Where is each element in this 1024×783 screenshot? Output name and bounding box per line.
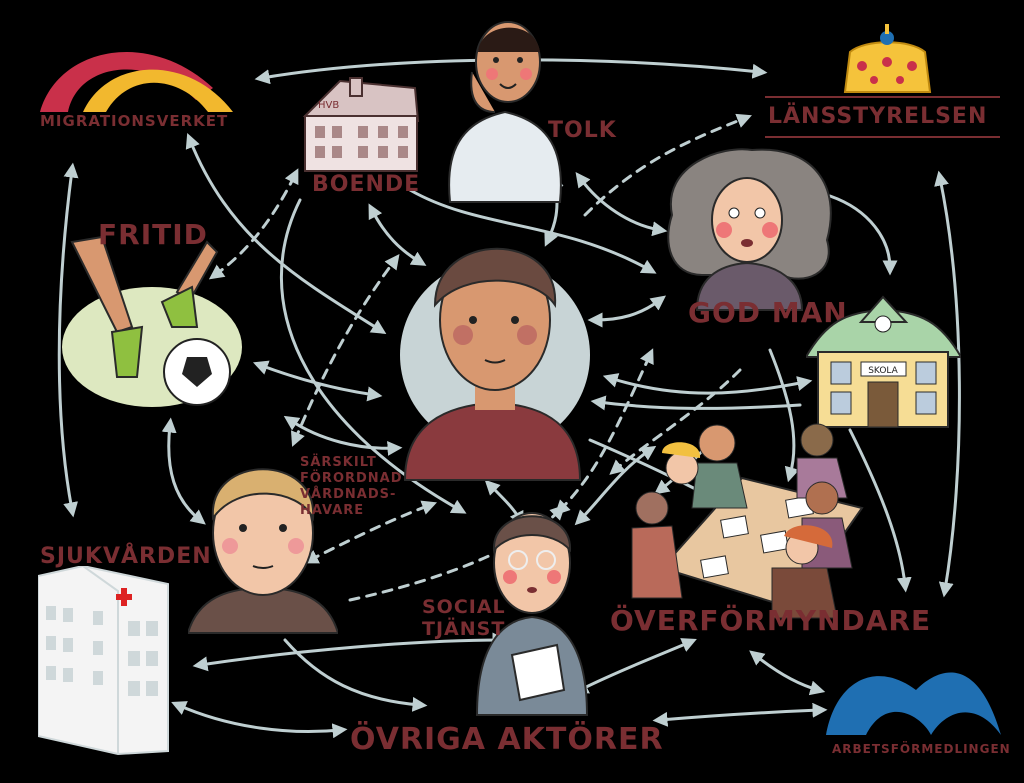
arrow-sjuk-ovriga [171, 701, 348, 739]
crown-icon [843, 24, 932, 93]
arrow-lans-af [934, 170, 961, 598]
fritid-soccer-icon [62, 235, 242, 407]
dashed-over-center [609, 368, 742, 475]
arrow-migr-sjuk [57, 162, 79, 518]
label-sjukvarden: SJUKVÅRDEN [40, 544, 212, 569]
arrow-over-af [749, 650, 826, 696]
arrow-tolk-godman [575, 171, 668, 237]
label-boende: BOENDE [312, 172, 421, 197]
god-man-person-icon [667, 148, 832, 311]
label-tolk: TOLK [548, 118, 617, 143]
arrow-fritid-sarskilt [161, 417, 206, 525]
arrow-boende-center [368, 203, 427, 266]
arrow-ovriga-af [652, 702, 828, 727]
arrow-godman-over [768, 348, 800, 483]
label-fritid: FRITID [98, 218, 208, 251]
label-social-tjanst: SOCIAL TJÄNST [422, 596, 506, 640]
tolk-person-icon [448, 21, 562, 203]
lansstyrelsen-rule-bottom [765, 136, 1000, 138]
dashed-sarskilt-center [303, 500, 438, 564]
label-migrationsverket: MIGRATIONSVERKET [40, 112, 229, 130]
arrow-godman-center [587, 295, 667, 328]
lansstyrelsen-rule-top [765, 96, 1000, 98]
skola-sign: SKOLA [868, 366, 898, 376]
arbetsformedlingen-logo-icon [826, 672, 1001, 735]
dashed-center-sarskilt [290, 253, 400, 447]
hvb-sign: HVB [318, 100, 339, 111]
arrow-sarskilt-ovriga [283, 638, 428, 712]
hvb-house-icon: HVB [302, 77, 420, 172]
label-arbetsformedlingen: ARBETSFÖRMEDLINGEN [832, 742, 1011, 756]
label-god-man: GOD MAN [688, 296, 848, 329]
social-tjanst-person-icon [475, 512, 589, 716]
label-lansstyrelsen: LÄNSSTYRELSEN [768, 104, 988, 129]
arrow-boende-godman [408, 188, 657, 274]
arrow-godman-skola [828, 194, 898, 276]
sarskilt-person-icon [188, 468, 338, 634]
skola-building-icon: SKOLA [806, 295, 961, 428]
hospital-icon [38, 566, 169, 756]
label-sarskilt-forordnad-vardnadshavare: SÄRSKILT FÖRORDNAD VÅRDNADS- HAVARE [300, 455, 403, 518]
center-youth-icon [400, 247, 590, 481]
label-overformyndare: ÖVERFÖRMYNDARE [610, 604, 932, 637]
dashed-godman-lans [583, 113, 752, 217]
dashed-social-godman [554, 348, 654, 516]
migrationsverket-logo-icon [40, 52, 233, 112]
arrow-sjuk-social [192, 632, 508, 672]
arrow-sarskilt-center [283, 415, 403, 456]
arrow-skola-over [848, 428, 912, 593]
label-ovriga-aktorer: ÖVRIGA AKTÖRER [350, 722, 664, 757]
arrow-social-over-bottom [573, 638, 697, 694]
overformyndare-meeting-icon [631, 423, 864, 619]
